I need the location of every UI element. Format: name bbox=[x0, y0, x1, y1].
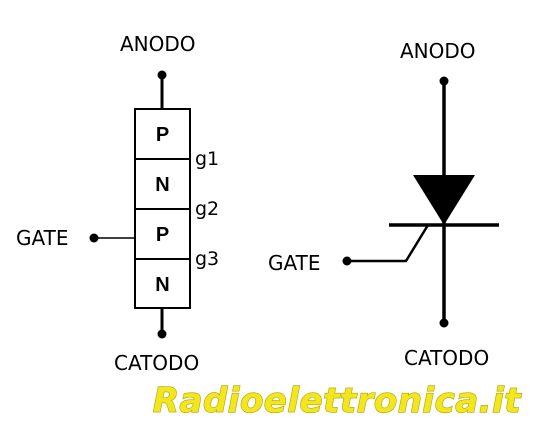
left-cathode-label: CATODO bbox=[114, 351, 199, 375]
right-cathode-terminal bbox=[439, 318, 449, 328]
left-anode-label: ANODO bbox=[120, 32, 196, 56]
scr-symbol: ANODO GATE CATODO bbox=[268, 39, 499, 370]
diode-triangle bbox=[413, 175, 475, 225]
layer-n1: N bbox=[155, 174, 169, 196]
junction-label-g2: g2 bbox=[195, 198, 219, 220]
layer-n2: N bbox=[155, 274, 169, 296]
right-gate-label: GATE bbox=[268, 251, 320, 275]
right-gate-lead bbox=[347, 224, 430, 263]
left-cathode-terminal bbox=[157, 329, 167, 339]
right-cathode-label: CATODO bbox=[404, 346, 489, 370]
watermark-text: Radioelettronica.it bbox=[153, 381, 522, 421]
junction-label-g3: g3 bbox=[195, 248, 219, 270]
left-gate-label: GATE bbox=[16, 226, 68, 250]
layer-p2: P bbox=[156, 224, 169, 246]
layer-p1: P bbox=[156, 124, 169, 146]
right-anode-label: ANODO bbox=[400, 39, 476, 63]
pnpn-structure: ANODO P N P N g1 g2 g3 GATE CATODO bbox=[16, 32, 219, 375]
junction-label-g1: g1 bbox=[195, 148, 219, 170]
